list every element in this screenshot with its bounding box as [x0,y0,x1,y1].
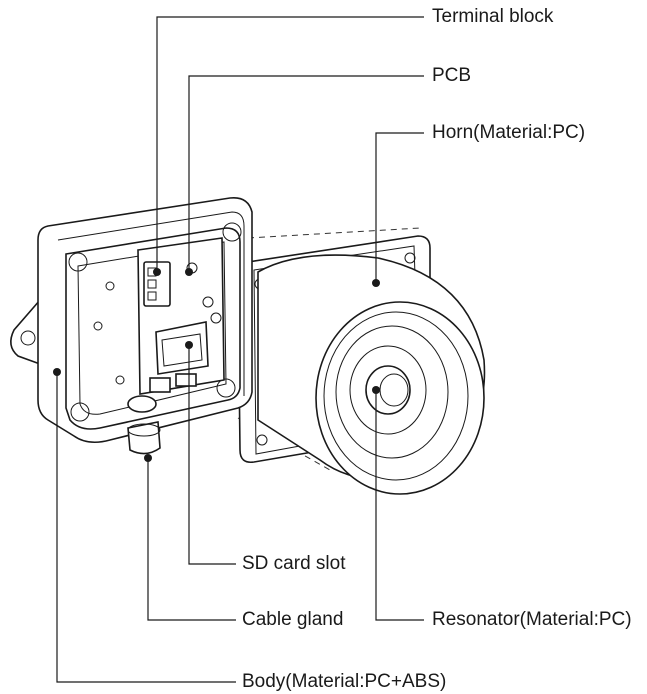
terminal-block [143,261,171,307]
label-horn: Horn(Material:PC) [432,122,586,143]
resonator-knob [365,365,411,415]
connector [175,373,197,387]
body-enclosure [10,196,253,455]
leader-lines [53,16,424,683]
sd-card-slot [155,321,209,375]
label-terminal-block: Terminal block [432,6,554,27]
label-resonator: Resonator(Material:PC) [432,609,632,630]
cable-gland [127,395,161,455]
label-sd-card-slot: SD card slot [242,553,346,574]
screw-icon [404,252,416,264]
horn-assembly [109,227,486,495]
label-pcb: PCB [432,65,472,86]
connector [149,377,171,393]
label-cable-gland: Cable gland [242,609,344,630]
label-body: Body(Material:PC+ABS) [242,671,447,692]
screw-icon [256,434,268,446]
